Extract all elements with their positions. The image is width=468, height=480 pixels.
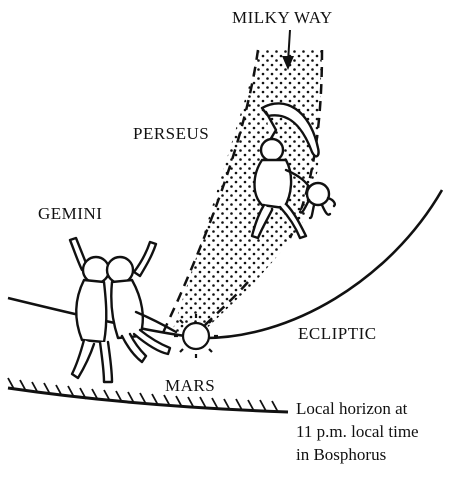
horizon-label-line1: Local horizon at	[296, 398, 407, 420]
mars-label: MARS	[165, 377, 215, 394]
perseus-label: PERSEUS	[133, 125, 209, 142]
horizon-label-line3: in Bosphorus	[296, 444, 386, 466]
ecliptic-label: ECLIPTIC	[298, 325, 377, 342]
gemini-figures	[70, 238, 176, 382]
milky-way-band	[162, 50, 322, 335]
horizon-label-line2: 11 p.m. local time	[296, 421, 419, 443]
gemini-label: GEMINI	[38, 205, 102, 222]
horizon-line	[8, 378, 288, 412]
milky-way-label: MILKY WAY	[232, 9, 333, 26]
